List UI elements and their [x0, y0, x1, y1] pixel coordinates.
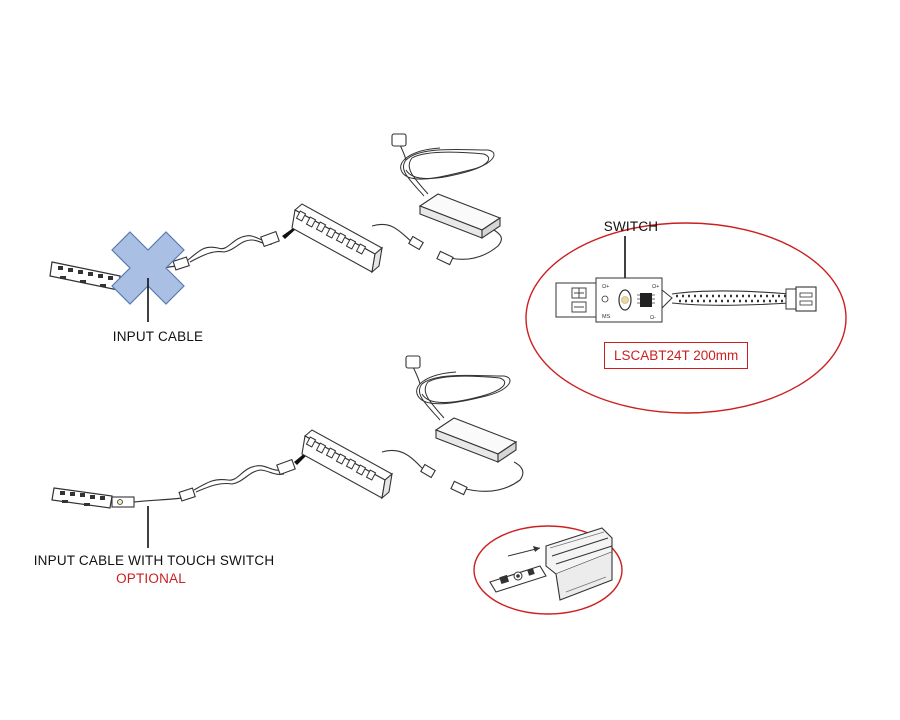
- input-cable-touch-switch-label: INPUT CABLE WITH TOUCH SWITCH: [33, 553, 275, 568]
- svg-text:Ω+: Ω+: [652, 284, 659, 290]
- bottom-driver-output-lead: [381, 450, 524, 496]
- bottom-distribution-block: [301, 429, 393, 500]
- switch-label: SWITCH: [603, 219, 659, 234]
- top-led-driver: [391, 133, 502, 240]
- svg-text:Ω-: Ω-: [650, 315, 656, 321]
- bottom-led-driver: [405, 355, 518, 464]
- product-code-badge: LSCABT24T 200mm: [604, 342, 749, 369]
- bottom-led-strip: [51, 487, 135, 509]
- touch-switch-pcb: Ω+ MS Ω+ Ω-: [555, 277, 673, 323]
- bottom-input-cable: [133, 458, 296, 503]
- cross-icon: [111, 231, 185, 305]
- input-cable-label: INPUT CABLE: [112, 329, 204, 344]
- top-led-strip: [49, 261, 121, 291]
- svg-text:MS: MS: [602, 314, 611, 320]
- switch-detail-callout: [525, 222, 847, 414]
- optional-label: OPTIONAL: [116, 571, 186, 586]
- svg-text:Ω+: Ω+: [602, 284, 609, 290]
- switch-cable: [671, 286, 817, 312]
- profile-insertion-detail: [489, 527, 613, 601]
- top-input-cable: [127, 230, 280, 277]
- top-driver-output-lead: [371, 224, 502, 266]
- top-distribution-block: [291, 203, 383, 274]
